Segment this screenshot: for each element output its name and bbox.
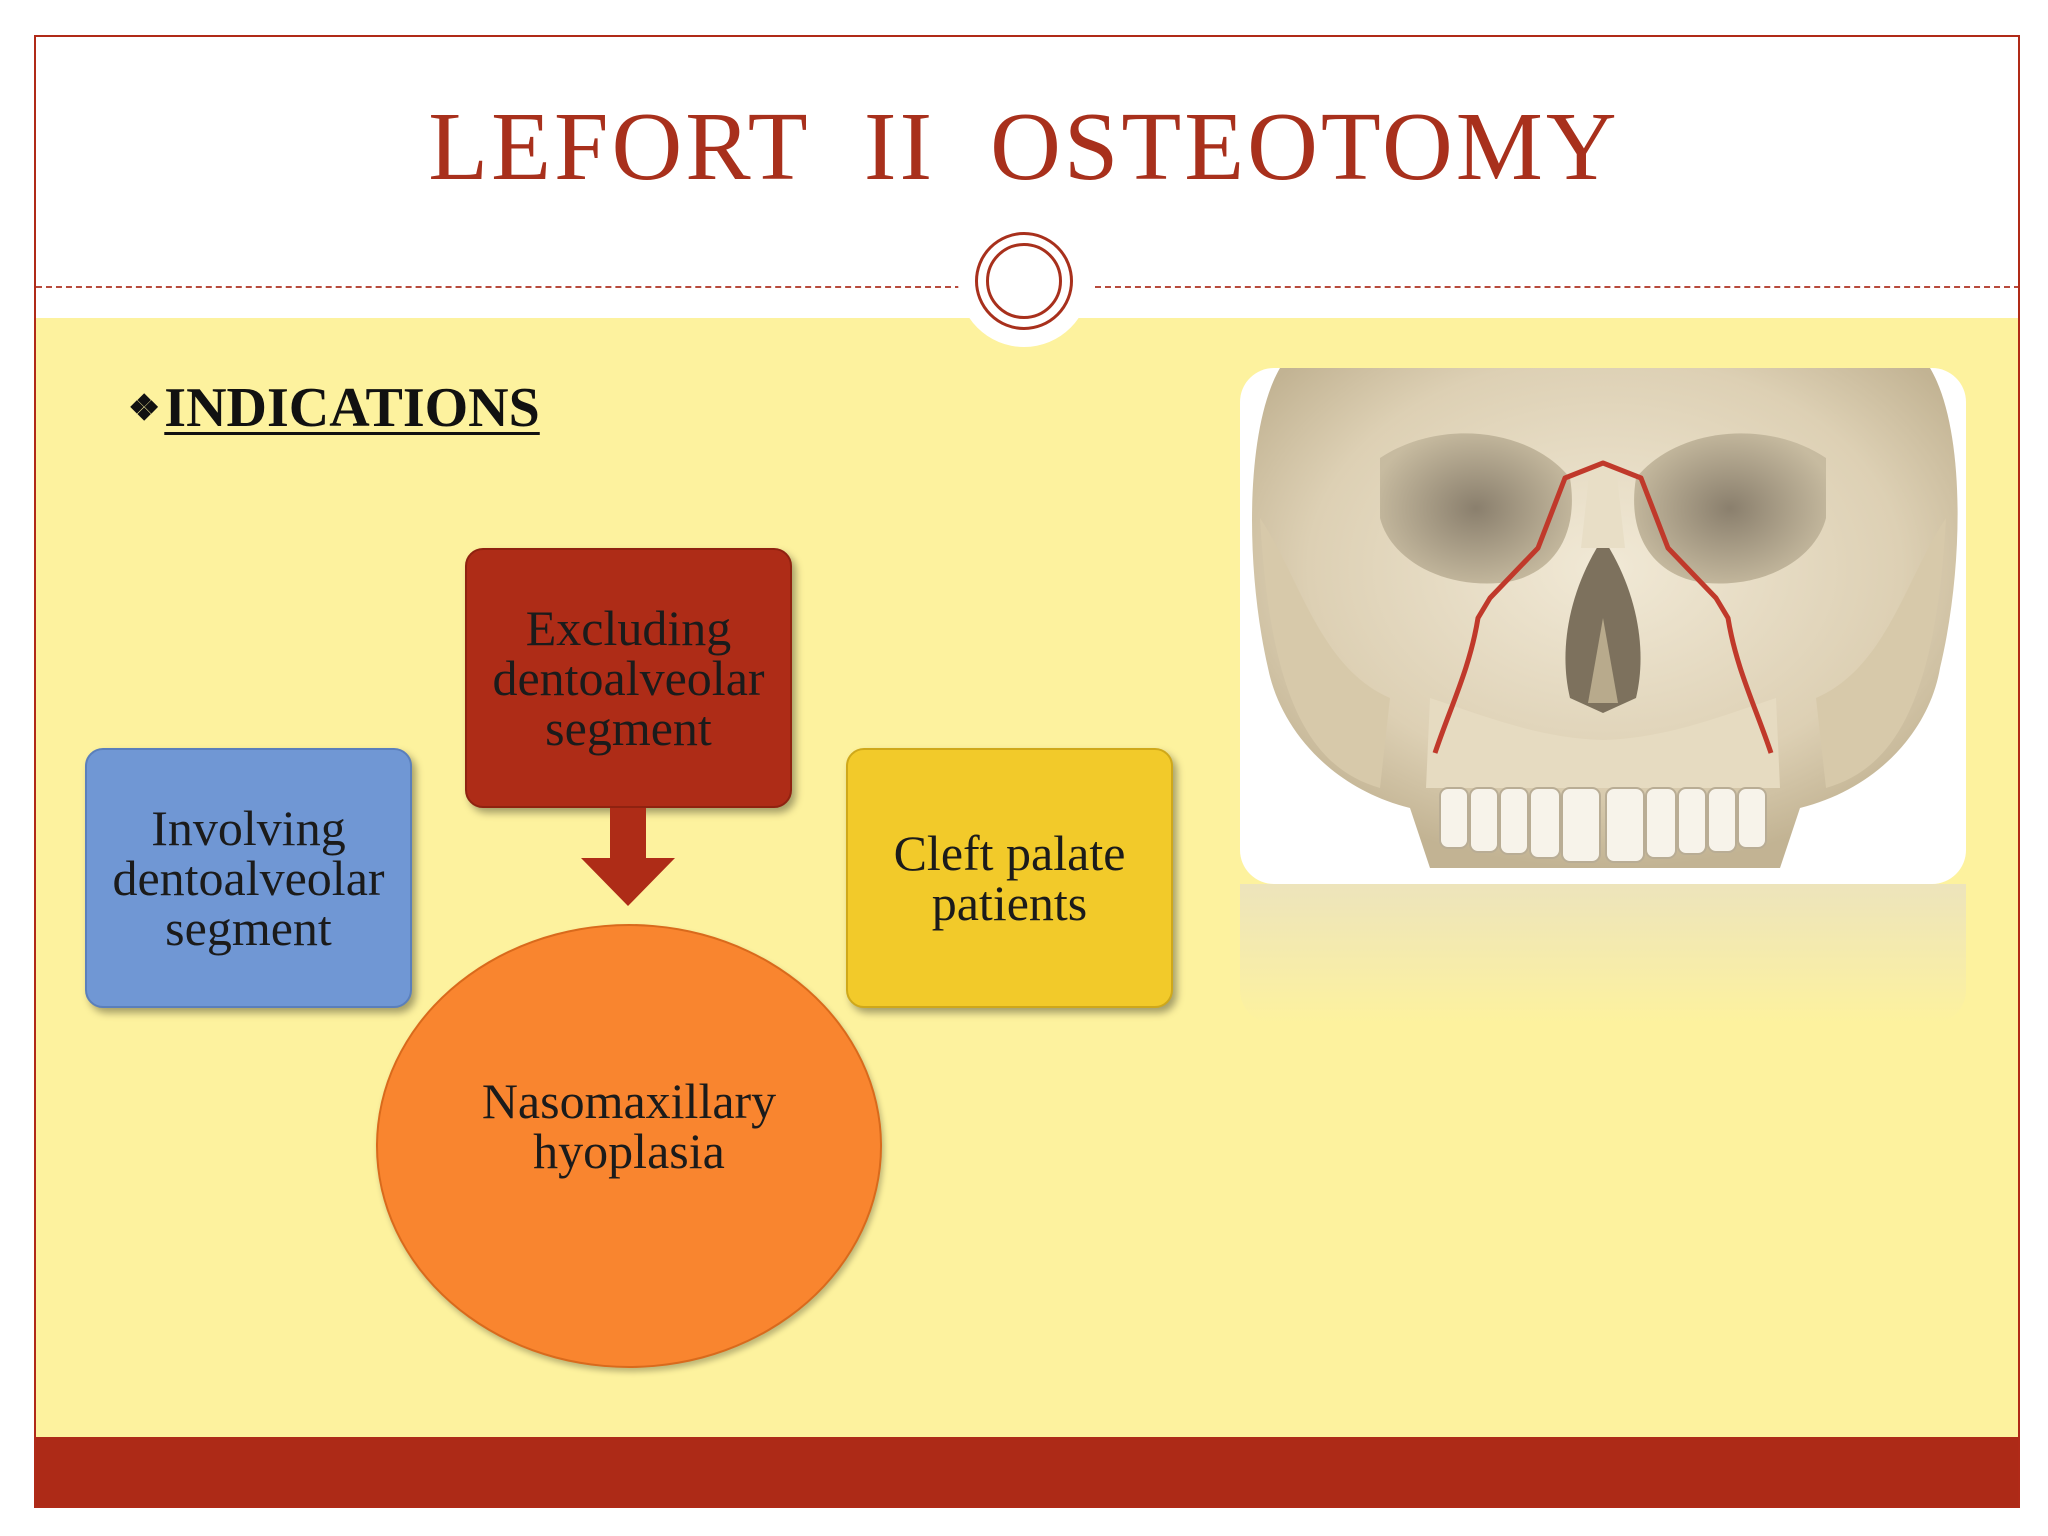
section-heading-label: INDICATIONS [164, 377, 540, 439]
indication-box-cleft-palate: Cleft palate patients [846, 748, 1173, 1008]
slide-title: LEFORT II OSTEOTOMY [428, 93, 1620, 201]
box-line: Involving [151, 800, 346, 856]
box-line: segment [545, 700, 712, 756]
box-line: dentoalveolar [492, 650, 765, 706]
title-divider-right [1095, 286, 2018, 288]
title-medallion-icon [958, 215, 1090, 347]
footer-bar [36, 1437, 2018, 1506]
circle-line: hyoplasia [533, 1123, 725, 1179]
section-heading: ❖INDICATIONS [128, 380, 540, 436]
box-line: segment [165, 900, 332, 956]
circle-line: Nasomaxillary [481, 1073, 777, 1129]
indication-box-involving: Involving dentoalveolar segment [85, 748, 412, 1008]
diamond-bullet-icon: ❖ [128, 388, 161, 428]
skull-illustration [1240, 368, 1966, 884]
skull-icon [1252, 368, 1958, 868]
skull-reflection [1240, 884, 1966, 1024]
box-line: patients [931, 875, 1088, 931]
box-line: Excluding [525, 600, 732, 656]
down-arrow-icon [581, 808, 675, 906]
title-divider-left [36, 286, 961, 288]
box-line: dentoalveolar [112, 850, 385, 906]
center-condition-circle: Nasomaxillary hyoplasia [376, 924, 882, 1368]
box-line: Cleft palate [893, 825, 1126, 881]
indication-box-excluding: Excluding dentoalveolar segment [465, 548, 792, 808]
